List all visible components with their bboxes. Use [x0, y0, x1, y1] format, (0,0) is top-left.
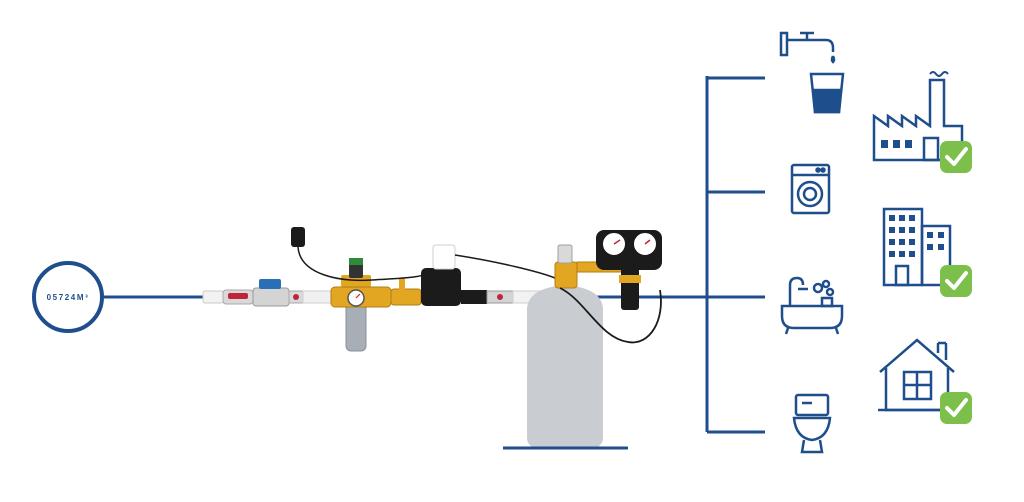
piping-assembly: [202, 227, 556, 352]
pressure-reducer-knob: [259, 279, 281, 289]
check-badge-icon: [940, 392, 972, 424]
office-building-icon: [882, 207, 952, 287]
house-icon: [878, 338, 956, 412]
faucet-glass-icon: [779, 31, 845, 114]
sensor-plug: [291, 227, 305, 247]
flow-meter: [421, 244, 461, 306]
meter-reading: 05724M³: [47, 293, 90, 302]
distribution-branches: [705, 76, 765, 434]
washing-machine-icon: [790, 163, 831, 215]
dosing-unit: [349, 258, 363, 278]
check-badge-icon: [940, 265, 972, 297]
sediment-filter: [341, 275, 371, 352]
check-badge-icon: [940, 141, 972, 173]
gas-cylinder: [503, 244, 628, 450]
bathtub-icon: [780, 276, 844, 335]
pressure-regulator: [559, 230, 662, 344]
water-meter: 05724M³: [32, 261, 104, 333]
factory-icon: [872, 71, 964, 162]
toilet-icon: [792, 393, 832, 454]
